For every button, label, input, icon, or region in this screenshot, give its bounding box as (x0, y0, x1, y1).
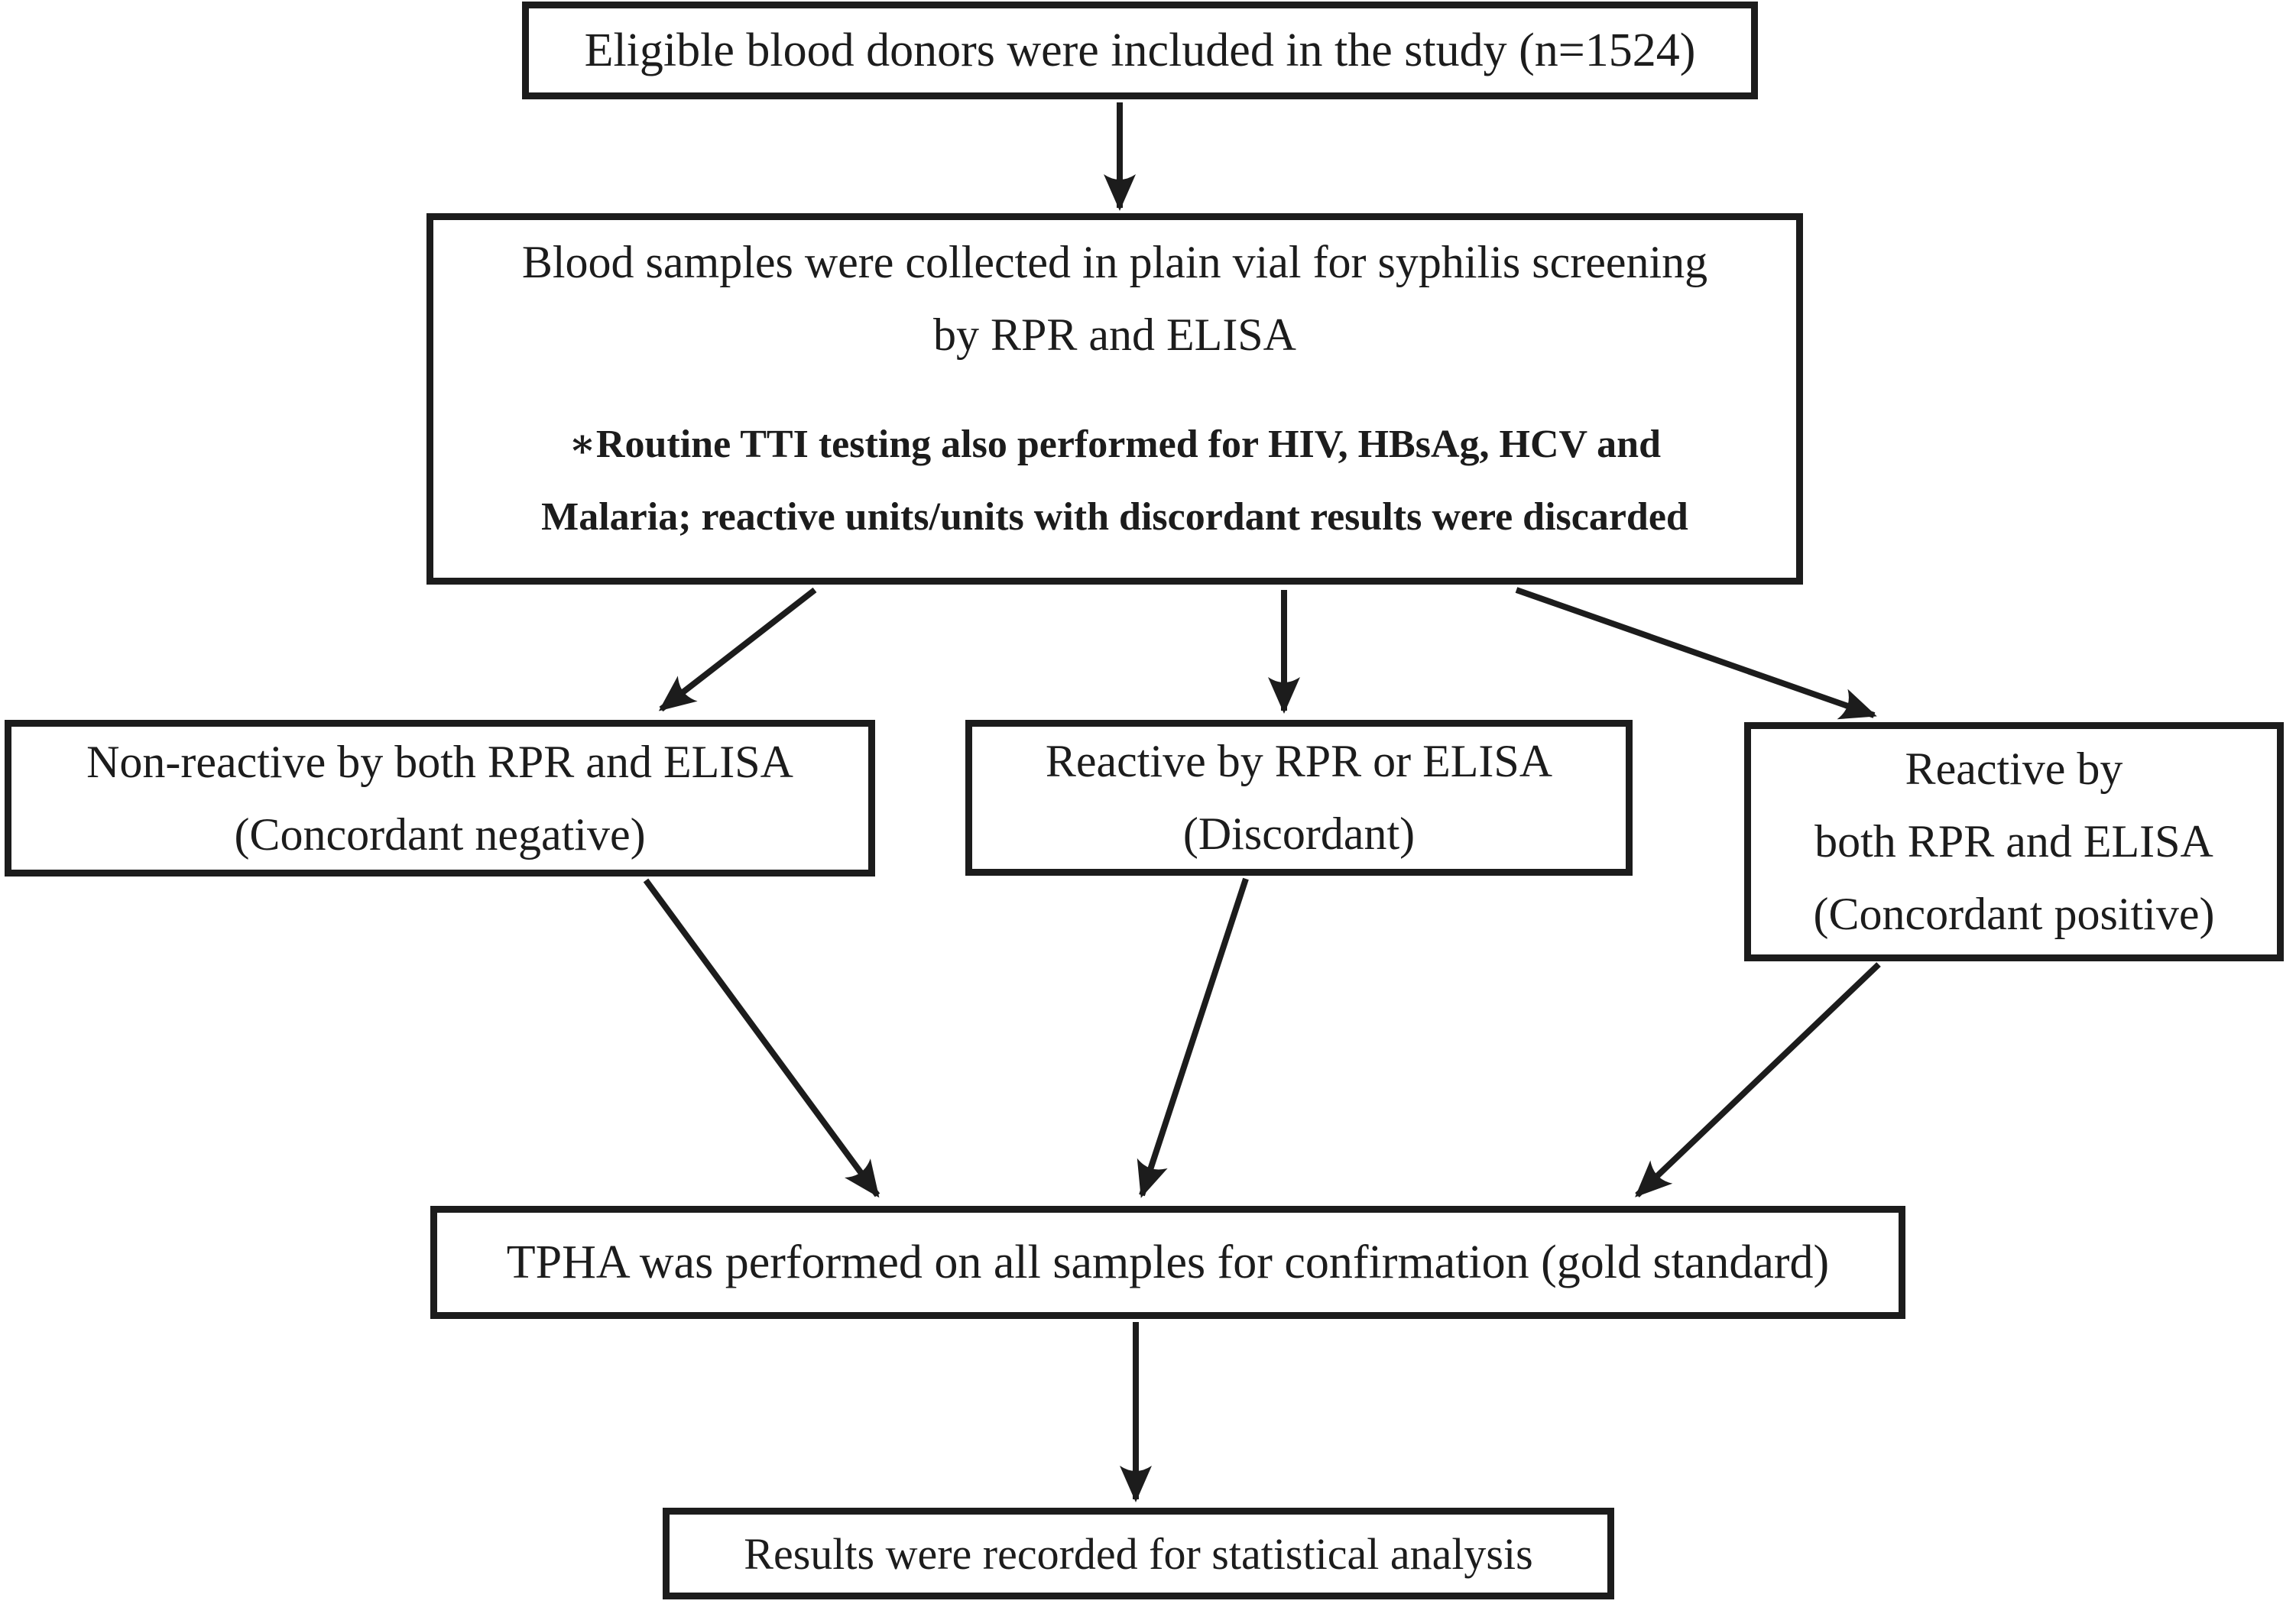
node-tpha-confirmation-text: TPHA was performed on all samples for co… (506, 1236, 1830, 1288)
node-concordant-positive: Reactive by both RPR and ELISA (Concorda… (1744, 722, 2284, 961)
arrow-samples-to-concordant-negative (658, 587, 817, 712)
node-concordant-negative-line1: Non-reactive by both RPR and ELISA (86, 736, 793, 787)
node-eligible-donors: Eligible blood donors were included in t… (522, 2, 1758, 99)
node-discordant-line1: Reactive by RPR or ELISA (1045, 736, 1553, 786)
node-concordant-negative-line2: (Concordant negative) (234, 808, 646, 860)
node-concordant-positive-line3: (Concordant positive) (1813, 889, 2215, 939)
node-blood-samples-note1: ∗Routine TTI testing also performed for … (569, 423, 1661, 466)
node-blood-samples: Blood samples were collected in plain vi… (426, 213, 1803, 585)
node-discordant: Reactive by RPR or ELISA (Discordant) (965, 720, 1633, 876)
node-eligible-donors-text: Eligible blood donors were included in t… (584, 24, 1696, 76)
node-blood-samples-line1: Blood samples were collected in plain vi… (521, 237, 1708, 287)
node-concordant-positive-line1: Reactive by (1905, 744, 2123, 794)
node-concordant-positive-line2: both RPR and ELISA (1814, 816, 2213, 867)
node-results-recorded-text: Results were recorded for statistical an… (744, 1528, 1533, 1579)
node-tpha-confirmation: TPHA was performed on all samples for co… (430, 1206, 1905, 1319)
arrow-concordant-negative-to-tpha (643, 878, 880, 1198)
node-blood-samples-line2: by RPR and ELISA (932, 309, 1297, 360)
node-blood-samples-note2: Malaria; reactive units/units with disco… (541, 495, 1688, 539)
node-discordant-line2: (Discordant) (1182, 808, 1416, 859)
arrow-discordant-to-tpha (1137, 877, 1249, 1198)
node-results-recorded: Results were recorded for statistical an… (663, 1508, 1614, 1599)
arrow-samples-to-concordant-positive (1515, 587, 1877, 720)
node-concordant-negative: Non-reactive by both RPR and ELISA (Conc… (5, 720, 875, 877)
arrow-concordant-positive-to-tpha (1635, 962, 1881, 1197)
